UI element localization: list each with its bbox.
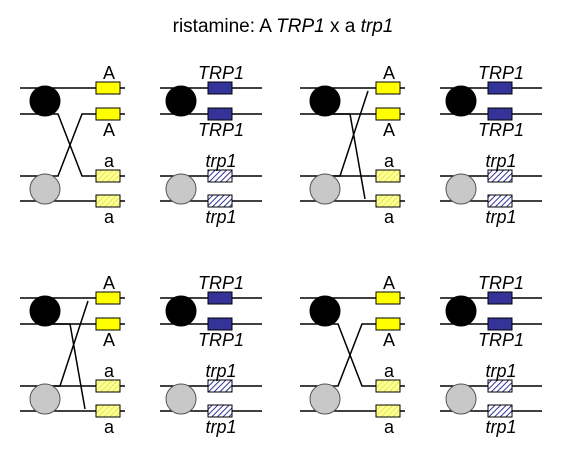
panel-top-right-trp1-box (487, 81, 513, 95)
panel-bottom-left-allele-a-box (95, 379, 121, 393)
panel-top-right-label-A: A (383, 120, 395, 140)
panel-bottom-left-trp1-box (207, 317, 233, 331)
panel-top-left-centromere-light (29, 173, 61, 205)
panel-top-left-allele-A-box (95, 81, 121, 95)
panel-top-left-label-A: A (103, 63, 115, 83)
panel-bottom-right-allele-a-box (375, 379, 401, 393)
panel-top-left-label-TRP1: TRP1 (198, 63, 244, 83)
panel-bottom-left-label-trp1: trp1 (205, 361, 236, 381)
panel-top-right-label-TRP1: TRP1 (478, 63, 524, 83)
panel-top-right-trp1-recessive-box (487, 169, 513, 183)
panel-top-left-trp1-recessive-box (207, 194, 233, 208)
panel-top-right-label-trp1: trp1 (485, 207, 516, 227)
title-prefix: ristamine: A (173, 16, 277, 37)
panel-bottom-right-allele-a-box (375, 404, 401, 418)
panel-bottom-right-label-A: A (383, 273, 395, 293)
panel-bottom-left-allele-A-box (95, 291, 121, 305)
panel-top-right-trp-centromere-dark (445, 85, 477, 117)
panel-top-left-label-a: a (104, 207, 115, 227)
panel-bottom-right-label-TRP1: TRP1 (478, 330, 524, 350)
panel-top-left-trp-centromere-dark (165, 85, 197, 117)
panels-group: AAaaTRP1TRP1trp1trp1AAaaTRP1TRP1trp1trp1… (20, 63, 542, 437)
panel-bottom-right-trp1-recessive-box (487, 404, 513, 418)
panel-bottom-left-trp-centromere-light (165, 383, 197, 415)
panel-bottom-right-label-a: a (384, 417, 395, 437)
panel-bottom-left-label-A: A (103, 330, 115, 350)
panel-top-left-allele-a-box (95, 169, 121, 183)
panel-top-right-centromere-dark (309, 85, 341, 117)
panel-bottom-left-label-A: A (103, 273, 115, 293)
panel-top-right-label-A: A (383, 63, 395, 83)
panel-top-right-label-TRP1: TRP1 (478, 120, 524, 140)
panel-bottom-left-label-TRP1: TRP1 (198, 330, 244, 350)
panel-top-left-label-a: a (104, 151, 115, 171)
panel-top-left-label-trp1: trp1 (205, 207, 236, 227)
panel-top-left-label-A: A (103, 120, 115, 140)
panel-bottom-right-label-trp1: trp1 (485, 361, 516, 381)
panel-top-right-allele-A-box (375, 107, 401, 121)
panel-top-left-allele-a-box (95, 194, 121, 208)
panel-bottom-left-trp1-box (207, 291, 233, 305)
panel-top-right-allele-a-box (375, 194, 401, 208)
panel-bottom-left-crossover-line (46, 323, 86, 410)
panel-bottom-left-trp1-recessive-box (207, 404, 233, 418)
title-gene-dominant: TRP1 (276, 16, 325, 37)
panel-bottom-right-centromere-light (309, 383, 341, 415)
diagram-title: ristamine: A TRP1 x a trp1 (173, 16, 394, 37)
panel-top-right-label-a: a (384, 207, 395, 227)
panel-top-right-allele-a-box (375, 169, 401, 183)
panel-top-right-trp1-box (487, 107, 513, 121)
panel-bottom-right-label-trp1: trp1 (485, 417, 516, 437)
panel-bottom-right-trp1-box (487, 317, 513, 331)
panel-top-right-label-a: a (384, 151, 395, 171)
panel-bottom-left-label-a: a (104, 361, 115, 381)
panel-bottom-right-trp-centromere-light (445, 383, 477, 415)
panel-bottom-right-label-A: A (383, 330, 395, 350)
panel-top-left-trp1-box (207, 107, 233, 121)
panel-bottom-right-trp1-recessive-box (487, 379, 513, 393)
panel-bottom-left-label-a: a (104, 417, 115, 437)
panel-bottom-left-allele-a-box (95, 404, 121, 418)
panel-top-left-allele-A-box (95, 107, 121, 121)
panel-top-right-label-trp1: trp1 (485, 151, 516, 171)
title-gene-recessive: trp1 (361, 16, 394, 37)
panel-top-left-label-TRP1: TRP1 (198, 120, 244, 140)
panel-top-right-centromere-light (309, 173, 341, 205)
panel-top-left-trp1-recessive-box (207, 169, 233, 183)
panel-bottom-right-allele-A-box (375, 291, 401, 305)
panel-top-right-trp1-recessive-box (487, 194, 513, 208)
panel-bottom-right-label-TRP1: TRP1 (478, 273, 524, 293)
panel-top-right-trp-centromere-light (445, 173, 477, 205)
panel-bottom-left-trp-centromere-dark (165, 295, 197, 327)
panel-bottom-right-trp-centromere-dark (445, 295, 477, 327)
panel-bottom-right-label-a: a (384, 361, 395, 381)
panel-top-left-label-trp1: trp1 (205, 151, 236, 171)
panel-bottom-left-trp1-recessive-box (207, 379, 233, 393)
panel-bottom-left-label-TRP1: TRP1 (198, 273, 244, 293)
panel-bottom-right-allele-A-box (375, 317, 401, 331)
panel-bottom-left-label-trp1: trp1 (205, 417, 236, 437)
panel-top-right-allele-A-box (375, 81, 401, 95)
panel-bottom-left-centromere-light (29, 383, 61, 415)
panel-top-left-trp-centromere-light (165, 173, 197, 205)
panel-bottom-left-allele-A-box (95, 317, 121, 331)
panel-bottom-right-trp1-box (487, 291, 513, 305)
title-middle: x a (325, 16, 361, 37)
panel-top-right-crossover-line (326, 113, 366, 200)
panel-top-left-trp1-box (207, 81, 233, 95)
panel-top-left-centromere-dark (29, 85, 61, 117)
panel-bottom-right-centromere-dark (309, 295, 341, 327)
panel-bottom-left-centromere-dark (29, 295, 61, 327)
